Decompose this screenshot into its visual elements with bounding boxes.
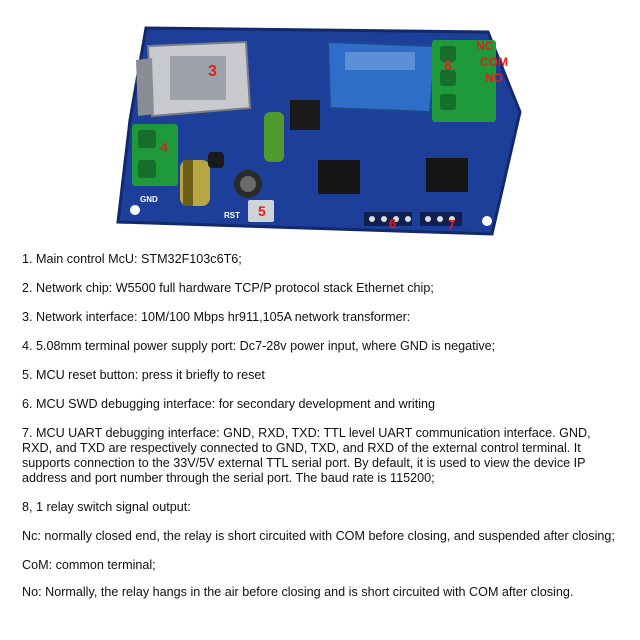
relay-icon	[326, 40, 438, 114]
item-main-mcu: 1. Main control McU: STM32F103c6T6;	[22, 252, 242, 266]
silk-gnd: GND	[140, 195, 158, 204]
label-8: 8	[444, 57, 452, 73]
label-com: COM	[480, 55, 508, 69]
label-nc: NC	[476, 39, 494, 53]
swd-header-icon	[364, 212, 412, 226]
label-6: 6	[389, 216, 396, 231]
regulator-icon	[290, 100, 320, 130]
mcu-chip-icon	[318, 160, 360, 194]
uart-header-icon	[420, 212, 462, 226]
mount-hole	[130, 205, 140, 215]
relay-terminal-icon	[432, 40, 496, 122]
item-swd-interface: 6. MCU SWD debugging interface: for seco…	[22, 397, 436, 411]
label-3: 3	[208, 63, 217, 80]
item-power-port: 4. 5.08mm terminal power supply port: Dc…	[22, 339, 496, 353]
power-terminal-icon	[132, 124, 178, 186]
rj45-jack-icon	[136, 40, 252, 118]
board-photo: 3 4 5 6 7 8 NC COM NO GND RST	[0, 0, 640, 248]
item-network-chip: 2. Network chip: W5500 full hardware TCP…	[22, 281, 434, 295]
item-nc: Nc: normally closed end, the relay is sh…	[22, 529, 615, 543]
label-5: 5	[258, 203, 266, 219]
mount-hole	[482, 216, 492, 226]
capacitor-icon	[180, 112, 284, 206]
description-list: 1. Main control McU: STM32F103c6T6; 2. N…	[22, 252, 622, 614]
label-7: 7	[448, 217, 455, 232]
item-uart-interface: 7. MCU UART debugging interface: GND, RX…	[22, 426, 591, 485]
network-chip-icon	[426, 158, 468, 192]
item-network-interface: 3. Network interface: 10M/100 Mbps hr911…	[22, 310, 411, 324]
label-4: 4	[160, 139, 168, 155]
item-reset-button: 5. MCU reset button: press it briefly to…	[22, 368, 265, 382]
silk-rst: RST	[224, 211, 240, 220]
item-relay-output: 8, 1 relay switch signal output:	[22, 500, 191, 514]
item-no: No: Normally, the relay hangs in the air…	[22, 585, 574, 599]
label-no: NO	[485, 71, 503, 85]
item-com: CoM: common terminal;	[22, 558, 156, 572]
reset-button-icon	[248, 200, 274, 222]
